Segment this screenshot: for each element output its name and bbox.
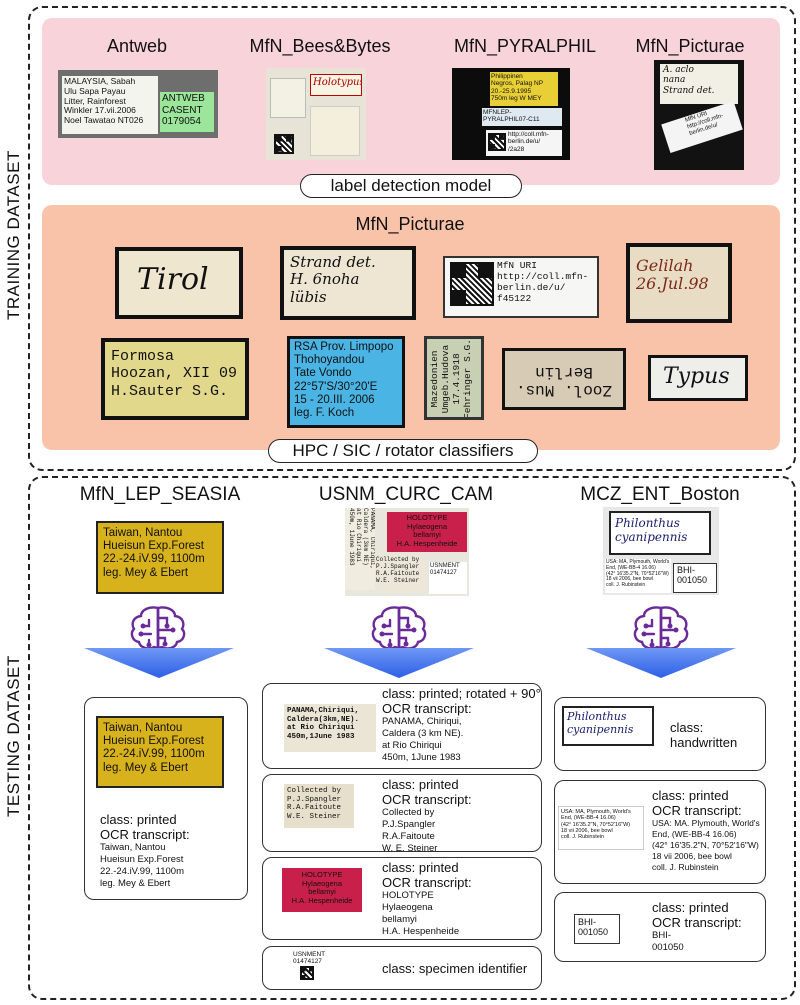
bees-bytes-photo: Holotypus (266, 68, 366, 160)
result-lep-ocr-title: OCR transcript: (100, 827, 190, 842)
result-usnm3-ocr-title: OCR transcript: (382, 875, 472, 890)
label-formosa: Formosa Hoozan, XII 09 H.Sauter S.G. (101, 338, 249, 420)
result-mcz3-class: class: printed (652, 900, 729, 915)
result-mcz2-image: USA: MA, Plymouth, World's End, (WE-BB-4… (558, 806, 644, 850)
down-arrow-icon (84, 648, 234, 678)
result-mcz2-ocr-title: OCR transcript: (652, 803, 742, 818)
result-usnm3-image: HOLOTYPE Hylaeogena bellamyi H.A. Hespen… (282, 868, 362, 912)
bees-small-label (270, 78, 306, 118)
brain-circuit-icon (130, 606, 186, 650)
result-usnm2-image: Collected by P.J.Spangler R.A.Faitoute W… (284, 784, 354, 828)
result-usnm1-class: class: printed; rotated + 90° (382, 686, 541, 701)
result-usnm1-image: PANAMA,Chiriqui, Caldera(3km,NE). at Rio… (284, 704, 376, 752)
label-gelilah: Gelilah 26.Jul.98 (626, 243, 732, 323)
pyral-locality-label: Philippinen Negros, Palag NP 20.-25.9.19… (490, 72, 558, 106)
result-usnm4-qr (300, 966, 314, 980)
antweb-casent-label: ANTWEB CASENT 0179054 (160, 92, 214, 132)
label-tirol: Tirol (115, 247, 243, 319)
usnm-input-photo: PANAMA, Chiriqui, Caldera (3km NE) at Ri… (345, 508, 469, 596)
antweb-photo: MALAYSIA, Sabah Ulu Sapa Payau Litter, R… (58, 70, 218, 138)
pyralphil-photo: Philippinen Negros, Palag NP 20.-25.9.19… (452, 68, 570, 160)
result-usnm4-class: class: specimen identifier (382, 961, 528, 976)
result-usnm1-ocr-title: OCR transcript: (382, 701, 472, 716)
picturae-classifier-title: MfN_Picturae (355, 214, 465, 234)
column-lep-seasia: MfN_LEP_SEASIA (79, 484, 241, 505)
label-mazedonien: Mazedonien Umgeb.Hudova 17.4.1918 Fehrin… (424, 336, 484, 420)
result-mcz1-class: class: handwritten (670, 720, 738, 750)
result-mcz1-image: Philonthus cyanipennis (562, 706, 654, 746)
result-usnm2-ocr: Collected by P.J.Spangler R.A.Faitoute W… (382, 807, 438, 854)
result-lep-image: Taiwan, Nantou Hueisun Exp.Forest 22.-24… (96, 716, 224, 788)
result-usnm2-class: class: printed (382, 777, 459, 792)
bees-qr (274, 134, 294, 154)
brain-circuit-icon (633, 606, 689, 650)
result-usnm3-ocr: HOLOTYPE Hylaeogena bellamyi H.A. Hespen… (382, 890, 460, 937)
pyral-id-label: MFNLEP- PYRALPHIL07-C11 (482, 108, 562, 126)
picturae-uri-label: MfN URI http://coll.mfn- berlin.de/u/ (661, 100, 743, 154)
source-picturae: MfN_Picturae (635, 36, 745, 56)
testing-dataset-box (28, 476, 796, 1000)
result-usnm1-ocr: PANAMA, Chiriqui, Caldera (3 km NE). at … (382, 716, 464, 763)
usnm-side-label: PANAMA, Chiriqui, Caldera (3km NE) at Ri… (345, 508, 375, 590)
mcz-id-label: BHI- 001050 (673, 563, 717, 593)
result-lep-class: class: printed (100, 812, 177, 827)
down-arrow-icon (324, 648, 474, 678)
mcz-locality-label: USA: MA, Plymouth, World's End, (WE-BB-4… (605, 559, 671, 593)
picturae-strand-label: A. aclo nana Strand det. (660, 64, 738, 104)
source-antweb: Antweb (106, 36, 168, 56)
result-usnm3-class: class: printed (382, 860, 459, 875)
result-mcz3-ocr: BHI- 001050 (652, 930, 684, 953)
antweb-locality-label: MALAYSIA, Sabah Ulu Sapa Payau Litter, R… (62, 76, 158, 134)
column-usnm-curc-cam: USNM_CURC_CAM (318, 484, 494, 505)
label-strand-det: Strand det. H. 6noha lübis (280, 246, 416, 320)
training-dataset-label: TRAINING DATASET (4, 150, 23, 320)
mcz-handwritten-label: Philonthus cyanipennis (609, 511, 711, 555)
bees-handwritten-label (310, 106, 360, 156)
usnm-id-label: USNMENT 01474127 (429, 562, 467, 594)
label-rsa: RSA Prov. Limpopo Thohoyandou Tate Vondo… (287, 336, 405, 428)
brain-circuit-icon (371, 606, 427, 650)
result-mcz2-ocr: USA: MA. Plymouth, World's End, (WE-BB-4… (652, 818, 760, 872)
label-typus: Typus (648, 355, 748, 401)
result-lep-ocr: Taiwan, Nantou Hueisun Exp.Forest 22.-24… (100, 842, 184, 889)
classifier-pill: HPC / SIC / rotator classifiers (268, 439, 538, 463)
mcz-input-photo: Philonthus cyanipennis USA: MA, Plymouth… (603, 507, 719, 595)
column-mcz-ent-boston: MCZ_ENT_Boston (580, 484, 740, 505)
mfn-uri-qr (450, 262, 494, 306)
picturae-photo: A. aclo nana Strand det. MfN URI http://… (654, 60, 744, 170)
training-dataset-box (28, 6, 796, 471)
result-mcz2-class: class: printed (652, 788, 729, 803)
lep-input-label: Taiwan, Nantou Hueisun Exp.Forest 22.-24… (96, 521, 224, 594)
testing-dataset-label: TESTING DATASET (4, 655, 23, 817)
result-mcz3-ocr-title: OCR transcript: (652, 915, 742, 930)
result-mcz3-image: BHI- 001050 (574, 914, 620, 944)
usnm-holotype-label: HOLOTYPE Hylaeogena bellamyi H.A. Hespen… (387, 512, 467, 552)
usnm-collected-label: Collected by P.J.Spangler R.A.Faitoute W… (375, 556, 425, 592)
source-pyralphil: MfN_PYRALPHIL (453, 36, 597, 56)
source-bees-bytes: MfN_Bees&Bytes (249, 36, 391, 56)
label-zool-mus: Zool. Mus. Berlin (502, 348, 626, 410)
mazedonien-text: Mazedonien Umgeb.Hudova 17.4.1918 Fehrin… (430, 339, 473, 419)
bees-holotype-label: Holotypus (310, 74, 362, 96)
pyral-qr (488, 133, 506, 151)
result-usnm2-ocr-title: OCR transcript: (382, 792, 472, 807)
label-detection-model-pill: label detection model (300, 174, 522, 198)
down-arrow-icon (586, 648, 736, 678)
